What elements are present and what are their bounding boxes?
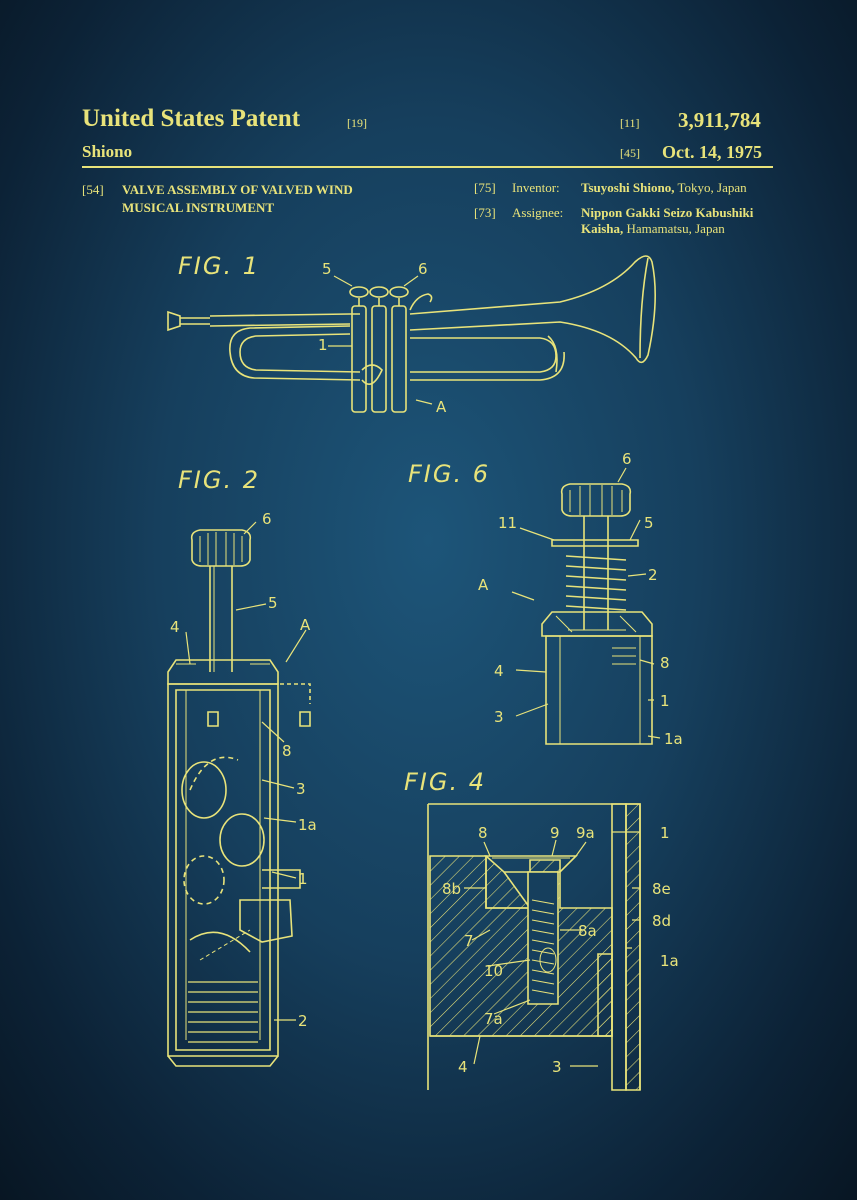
assignee-place: Hamamatsu, Japan [623,221,725,236]
fig2-ref: 5 [268,594,278,612]
code-54: [54] [82,182,104,197]
fig6-ref: 3 [494,708,504,726]
fig1-ref: 5 [322,260,332,278]
fig6-ref: 5 [644,514,654,532]
fig2-ref: 2 [298,1012,308,1030]
fig6-ref: 1a [664,730,683,748]
fig4-ref: 9 [550,824,560,842]
patent-number: 3,911,784 [678,108,761,132]
fig4-ref: 8e [652,880,671,898]
inventor-surname: Shiono [82,142,133,161]
fig4-ref: 8 [478,824,488,842]
fig6-ref: A [478,576,489,594]
fig4-ref: 8b [442,880,461,898]
fig6-label: FIG. 6 [408,460,491,488]
assignee-line1: Nippon Gakki Seizo Kabushiki [581,205,754,220]
fig2-ref: 8 [282,742,292,760]
fig4-ref: 1 [660,824,670,842]
fig2-ref: 3 [296,780,306,798]
inventor-label: Inventor: [512,180,560,195]
fig2-ref: 4 [170,618,180,636]
fig4-ref: 7 [464,932,474,950]
code-19: [19] [347,116,367,130]
fig6-ref: 11 [498,514,517,532]
fig6-ref: 8 [660,654,670,672]
inventor-place: Tokyo, Japan [674,180,747,195]
fig1-ref: A [436,398,447,416]
code-75: [75] [474,180,496,195]
inventor-name: Tsuyoshi Shiono, [581,180,675,195]
fig4-ref: 3 [552,1058,562,1076]
fig6-ref: 6 [622,450,632,468]
patent-title: United States Patent [82,105,301,132]
fig4-label: FIG. 4 [404,768,487,796]
code-11: [11] [620,116,640,130]
code-73: [73] [474,205,496,220]
fig4-ref: 10 [484,962,503,980]
fig1-ref: 6 [418,260,428,278]
fig2-ref: 1 [298,870,308,888]
fig4-ref: 7a [484,1010,503,1028]
fig4-ref: 9a [576,824,595,842]
fig4-ref: 1a [660,952,679,970]
code-45: [45] [620,146,640,160]
fig4-ref: 8a [578,922,597,940]
fig6-ref: 1 [660,692,670,710]
fig6-ref: 4 [494,662,504,680]
fig4-ref: 8d [652,912,671,930]
fig2-ref: 1a [298,816,317,834]
fig2-label: FIG. 2 [178,466,261,494]
fig1-ref: 1 [318,336,328,354]
fig4-ref: 4 [458,1058,468,1076]
fig2-ref: A [300,616,311,634]
header-rule [82,166,773,168]
fig2-ref: 6 [262,510,272,528]
fig1-label: FIG. 1 [178,252,261,280]
inventor-line: Tsuyoshi Shiono, Tokyo, Japan [581,180,747,196]
assignee-label: Assignee: [512,205,564,220]
invention-title-line1: VALVE ASSEMBLY OF VALVED WIND [122,182,353,197]
assignee-line2: Kaisha, Hamamatsu, Japan [581,221,725,237]
assignee-company-suffix: Kaisha, [581,221,624,236]
fig6-ref: 2 [648,566,658,584]
invention-title-line2: MUSICAL INSTRUMENT [122,200,275,215]
patent-date: Oct. 14, 1975 [662,142,762,162]
